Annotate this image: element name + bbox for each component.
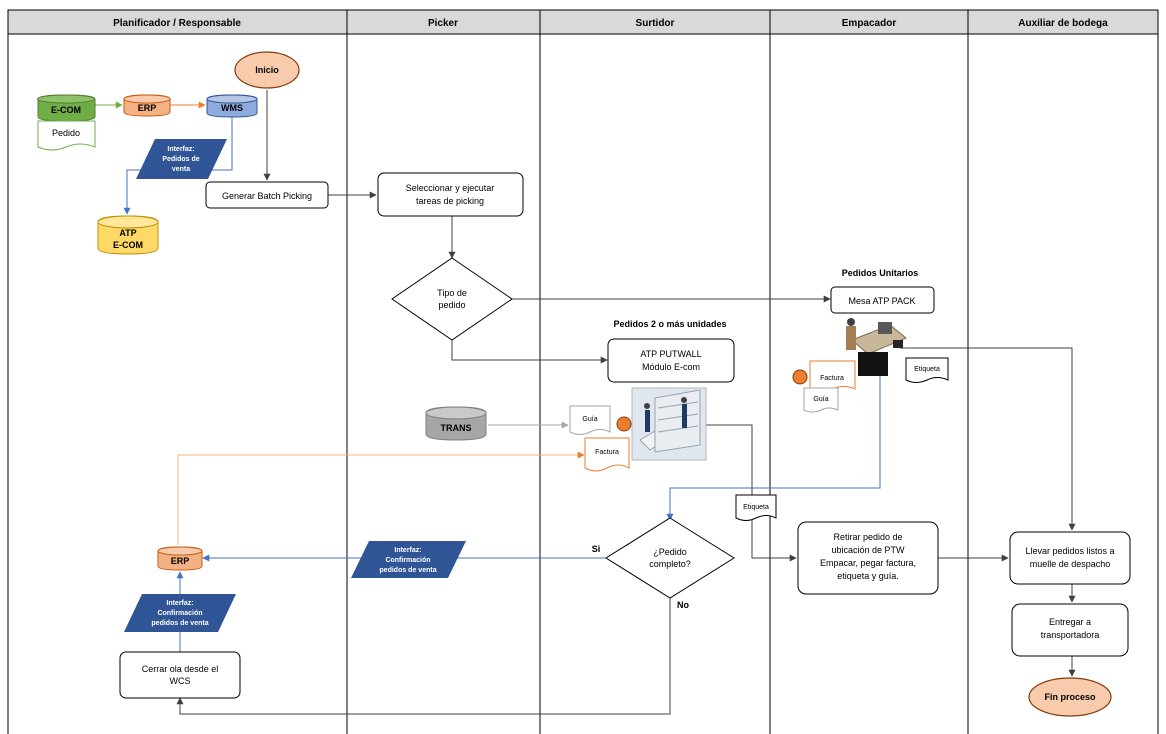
retirar-line-3: Empacar, pegar factura,	[820, 558, 916, 568]
inicio-label: Inicio	[255, 65, 279, 75]
pedido-completo-line-2: completo?	[649, 559, 691, 569]
ecom-label: E-COM	[51, 105, 81, 115]
node-pedido-completo: ¿Pedido completo?	[605, 517, 735, 599]
entregar-line-2: transportadora	[1041, 630, 1100, 640]
no-label: No	[677, 600, 689, 610]
node-guia-empacador: Guía	[803, 387, 839, 413]
guia-surt-label: Guía	[582, 416, 597, 423]
packing-station-image	[846, 318, 907, 376]
factura-emp-label: Factura	[820, 375, 844, 382]
swimlanes: Planificador / Responsable Picker Surtid…	[7, 9, 1159, 734]
pedido-label: Pedido	[52, 128, 80, 138]
cerrar-ola-line-2: WCS	[170, 676, 191, 686]
node-etiqueta-mid: Etiqueta	[735, 494, 777, 521]
node-etiqueta-empacador: Etiqueta	[905, 357, 949, 383]
interfaz-conf-picker-line-1: Interfaz:	[394, 547, 421, 554]
entregar-line-1: Entregar a	[1049, 617, 1091, 627]
lane-header-planificador: Planificador / Responsable	[113, 18, 241, 29]
node-cerrar-ola: Cerrar ola desde el WCS	[119, 651, 241, 699]
node-interfaz-pedidos-venta: Interfaz: Pedidos de venta	[136, 139, 227, 179]
pedido-completo-line-1: ¿Pedido	[653, 547, 687, 557]
etiqueta-mid-label: Etiqueta	[743, 504, 769, 511]
interfaz-conf-plan-line-3: pedidos de venta	[151, 620, 208, 627]
seleccionar-line-1: Seleccionar y ejecutar	[406, 183, 495, 193]
node-atp-putwall: ATP PUTWALL Módulo E-com	[607, 338, 735, 383]
interfaz-conf-plan-line-1: Interfaz:	[166, 600, 193, 607]
node-interfaz-confirmacion-picker: Interfaz: Confirmación pedidos de venta	[351, 541, 466, 578]
lane-header-surtidor: Surtidor	[636, 18, 675, 29]
fin-label: Fin proceso	[1044, 692, 1096, 702]
orange-marker-surtidor	[616, 416, 632, 432]
generar-batch-label: Generar Batch Picking	[222, 191, 312, 201]
node-wms: WMS	[206, 94, 258, 118]
node-interfaz-confirmacion-plan: Interfaz: Confirmación pedidos de venta	[124, 594, 236, 632]
node-seleccionar: Seleccionar y ejecutar tareas de picking	[377, 172, 524, 217]
node-erp-top: ERP	[123, 94, 171, 117]
node-tipo-pedido: Tipo de pedido	[391, 257, 513, 341]
pedidos-unitarios-label: Pedidos Unitarios	[842, 268, 919, 278]
lane-header-empacador: Empacador	[842, 18, 897, 29]
atp-ecom-line-2: E-COM	[113, 240, 143, 250]
interfaz-conf-picker-line-3: pedidos de venta	[379, 567, 436, 574]
interfaz-conf-plan-line-2: Confirmación	[157, 610, 202, 617]
seleccionar-line-2: tareas de picking	[416, 196, 484, 206]
si-label: Si	[592, 544, 601, 554]
lane-header-picker: Picker	[428, 18, 458, 29]
orange-marker-empacador	[792, 369, 808, 385]
llevar-line-2: muelle de despacho	[1030, 559, 1111, 569]
interfaz-ventas-line-2: Pedidos de	[162, 156, 199, 163]
lane-header-auxiliar: Auxiliar de bodega	[1018, 18, 1108, 29]
node-pedido-document: Pedido	[37, 120, 96, 151]
interfaz-ventas-line-3: venta	[172, 166, 190, 173]
node-fin-proceso: Fin proceso	[1028, 677, 1112, 717]
node-factura-empacador: Factura	[809, 360, 856, 392]
node-trans: TRANS	[425, 406, 487, 441]
node-entregar: Entregar a transportadora	[1011, 603, 1129, 657]
node-mesa-atp-pack: Mesa ATP PACK	[830, 286, 935, 314]
wms-label: WMS	[221, 103, 243, 113]
tipo-pedido-line-2: pedido	[438, 300, 465, 310]
atp-ecom-line-1: ATP	[119, 228, 136, 238]
interfaz-ventas-line-1: Interfaz:	[167, 146, 194, 153]
cerrar-ola-line-1: Cerrar ola desde el	[142, 664, 219, 674]
atp-putwall-line-2: Módulo E-com	[642, 362, 700, 372]
connectors	[95, 90, 1076, 715]
node-factura-surtidor: Factura	[584, 437, 630, 472]
guia-emp-label: Guía	[813, 396, 828, 403]
interfaz-conf-picker-line-2: Confirmación	[385, 557, 430, 564]
factura-surt-label: Factura	[595, 449, 619, 456]
llevar-line-1: Llevar pedidos listos a	[1025, 546, 1114, 556]
erp-bottom-label: ERP	[171, 556, 190, 566]
erp-top-label: ERP	[138, 103, 157, 113]
node-inicio: Inicio	[234, 51, 300, 89]
putwall-image	[631, 387, 707, 461]
tipo-pedido-line-1: Tipo de	[437, 288, 467, 298]
node-atp-ecom: ATP E-COM	[97, 215, 159, 255]
retirar-line-4: etiqueta y guía.	[837, 571, 899, 581]
retirar-line-2: ubicación de PTW	[831, 545, 905, 555]
node-retirar-pedido: Retirar pedido de ubicación de PTW Empac…	[797, 521, 939, 595]
etiqueta-emp-label: Etiqueta	[914, 366, 940, 373]
node-erp-bottom: ERP	[157, 546, 203, 571]
node-ecom-database: E-COM	[37, 94, 96, 122]
trans-label: TRANS	[441, 423, 472, 433]
atp-putwall-line-1: ATP PUTWALL	[640, 349, 701, 359]
node-guia-surtidor: Guía	[569, 405, 611, 435]
pedidos-2-label: Pedidos 2 o más unidades	[613, 319, 726, 329]
mesa-atp-label: Mesa ATP PACK	[848, 296, 915, 306]
node-generar-batch: Generar Batch Picking	[205, 181, 329, 209]
retirar-line-1: Retirar pedido de	[833, 532, 902, 542]
node-llevar-pedidos: Llevar pedidos listos a muelle de despac…	[1009, 531, 1131, 585]
